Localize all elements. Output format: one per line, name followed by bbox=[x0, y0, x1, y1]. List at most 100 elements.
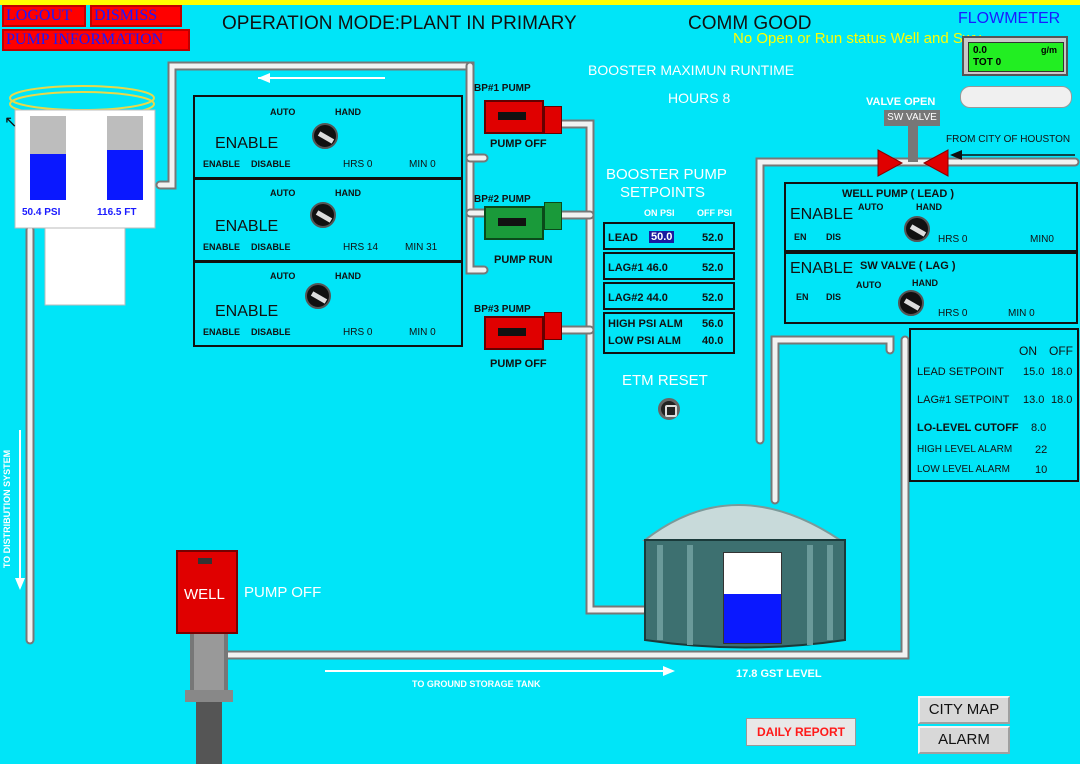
well-lead-en-button[interactable]: EN bbox=[794, 232, 807, 242]
dismiss-button[interactable]: DISMISS bbox=[90, 5, 182, 27]
pump-information-button[interactable]: PUMP INFORMATION bbox=[2, 29, 190, 51]
bp3-pump-head bbox=[544, 312, 562, 340]
pump1-enable-status: ENABLE bbox=[215, 135, 279, 152]
pump1-hand-label: HAND bbox=[335, 107, 361, 117]
well-pump-icon[interactable]: WELL bbox=[176, 550, 238, 634]
well-lead-hand-label: HAND bbox=[916, 202, 942, 212]
lead-setpoint-off[interactable]: 18.0 bbox=[1051, 366, 1073, 378]
to-distribution-label: TO DISTRIBUTION SYSTEM bbox=[2, 449, 13, 569]
alarm-button[interactable]: ALARM bbox=[918, 726, 1010, 754]
cursor-pointer-icon: ↖ bbox=[4, 114, 18, 131]
bp1-state: PUMP OFF bbox=[490, 138, 547, 150]
ft-readout: 116.5 FT bbox=[97, 207, 137, 218]
psi-bar bbox=[30, 116, 66, 200]
lag1-setpoint-label: LAG#1 SETPOINT bbox=[917, 394, 1010, 406]
pump1-auto-label: AUTO bbox=[270, 107, 296, 117]
etm-reset-label: ETM RESET bbox=[622, 372, 708, 389]
setpoint-lag1-label[interactable]: LAG#1 46.0 bbox=[608, 262, 668, 274]
pump2-hand-label: HAND bbox=[335, 188, 361, 198]
setpoint-lead-on-input[interactable]: 50.0 bbox=[649, 231, 675, 243]
pump2-minutes: MIN 31 bbox=[405, 242, 438, 253]
setpoint-row-lag2: LAG#2 44.0 52.0 bbox=[603, 282, 735, 310]
pump2-auto-label: AUTO bbox=[270, 188, 296, 198]
sw-valve-enable-status: ENABLE bbox=[790, 260, 854, 277]
pump2-panel: AUTO HAND ENABLE ENABLE DISABLE HRS 14 M… bbox=[193, 178, 463, 262]
well-lead-minutes: MIN0 bbox=[1030, 234, 1054, 245]
pump3-minutes: MIN 0 bbox=[409, 327, 436, 338]
to-ground-storage-label: TO GROUND STORAGE TANK bbox=[412, 679, 541, 689]
booster-max-runtime: BOOSTER MAXIMUN RUNTIME bbox=[588, 62, 795, 78]
low-level-alarm-value[interactable]: 10 bbox=[1035, 464, 1048, 476]
pump3-selector-knob[interactable] bbox=[305, 283, 331, 309]
comm-status: COMM GOOD bbox=[688, 13, 812, 34]
flowmeter-pipe bbox=[960, 86, 1072, 108]
top-status-strip bbox=[0, 0, 1080, 5]
sw-valve-selector-knob[interactable] bbox=[898, 290, 924, 316]
level-setpoints-panel: ON OFF LEAD SETPOINT 15.0 18.0 LAG#1 SET… bbox=[909, 328, 1079, 482]
pump2-selector-knob[interactable] bbox=[310, 202, 336, 228]
logout-button[interactable]: LOGOUT bbox=[2, 5, 86, 27]
ft-bar-fill bbox=[107, 149, 143, 200]
well-lead-hours: HRS 0 bbox=[938, 234, 968, 245]
level-on-header: ON bbox=[1019, 344, 1037, 358]
psi-readout: 50.4 PSI bbox=[22, 207, 61, 218]
gst-level-fill bbox=[724, 593, 781, 643]
daily-report-button[interactable]: DAILY REPORT bbox=[746, 718, 856, 746]
flowmeter-unit: g/m bbox=[1041, 45, 1058, 55]
pump1-disable-button[interactable]: DISABLE bbox=[251, 159, 291, 169]
lo-level-cutoff-value[interactable]: 8.0 bbox=[1031, 422, 1047, 434]
valve-open-label: VALVE OPEN bbox=[866, 96, 936, 108]
sw-valve-en-button[interactable]: EN bbox=[796, 292, 809, 302]
bp1-pump-icon[interactable] bbox=[484, 100, 544, 134]
pump1-panel: AUTO HAND ENABLE ENABLE DISABLE HRS 0 MI… bbox=[193, 95, 463, 179]
setpoint-row-alarms: HIGH PSI ALM 56.0 LOW PSI ALM 40.0 bbox=[603, 312, 735, 354]
bp2-tag: BP#2 PUMP bbox=[474, 194, 531, 205]
pump2-enable-button[interactable]: ENABLE bbox=[203, 242, 241, 252]
pump1-minutes: MIN 0 bbox=[409, 159, 436, 170]
setpoint-row-lag1: LAG#1 46.0 52.0 bbox=[603, 252, 735, 280]
booster-hours: HOURS 8 bbox=[668, 90, 731, 106]
well-lead-panel: WELL PUMP ( LEAD ) ENABLE AUTO HAND EN D… bbox=[784, 182, 1078, 252]
low-level-alarm-label: LOW LEVEL ALARM bbox=[917, 464, 1010, 475]
lo-level-cutoff-label: LO-LEVEL CUTOFF bbox=[917, 422, 1019, 434]
lag1-setpoint-on[interactable]: 13.0 bbox=[1023, 394, 1045, 406]
pump3-panel: AUTO HAND ENABLE ENABLE DISABLE HRS 0 MI… bbox=[193, 261, 463, 347]
pump3-hand-label: HAND bbox=[335, 271, 361, 281]
well-lead-selector-knob[interactable] bbox=[904, 216, 930, 242]
setpoint-lag2-label[interactable]: LAG#2 44.0 bbox=[608, 292, 668, 304]
pump1-selector-knob[interactable] bbox=[312, 123, 338, 149]
setpoints-title-2: SETPOINTS bbox=[620, 184, 706, 201]
lead-setpoint-label: LEAD SETPOINT bbox=[917, 366, 1004, 378]
flowmeter-rate: 0.0 bbox=[973, 45, 987, 56]
setpoint-low-psi-value[interactable]: 40.0 bbox=[702, 335, 724, 347]
lead-setpoint-on[interactable]: 15.0 bbox=[1023, 366, 1045, 378]
etm-reset-button[interactable] bbox=[658, 398, 680, 420]
high-level-alarm-label: HIGH LEVEL ALARM bbox=[917, 444, 1013, 455]
well-lead-enable-status: ENABLE bbox=[790, 206, 854, 223]
bp3-tag: BP#3 PUMP bbox=[474, 304, 531, 315]
lag1-setpoint-off[interactable]: 18.0 bbox=[1051, 394, 1073, 406]
pump1-hours: HRS 0 bbox=[343, 159, 373, 170]
pump3-disable-button[interactable]: DISABLE bbox=[251, 327, 291, 337]
well-lead-dis-button[interactable]: DIS bbox=[826, 232, 842, 242]
sw-valve-hours: HRS 0 bbox=[938, 308, 968, 319]
well-label: WELL bbox=[184, 586, 225, 603]
flowmeter-box: 0.0 g/m TOT 0 bbox=[962, 36, 1068, 76]
pump3-enable-status: ENABLE bbox=[215, 303, 279, 320]
setpoints-off-header: OFF PSI bbox=[697, 208, 733, 218]
high-level-alarm-value[interactable]: 22 bbox=[1035, 444, 1048, 456]
bp1-pump-head bbox=[544, 106, 562, 134]
pump3-auto-label: AUTO bbox=[270, 271, 296, 281]
bp2-pump-icon[interactable] bbox=[484, 206, 544, 240]
well-lead-title: WELL PUMP ( LEAD ) bbox=[842, 188, 955, 200]
sw-valve-dis-button[interactable]: DIS bbox=[826, 292, 842, 302]
bp3-pump-icon[interactable] bbox=[484, 316, 544, 350]
setpoint-high-psi-value[interactable]: 56.0 bbox=[702, 318, 724, 330]
pump3-enable-button[interactable]: ENABLE bbox=[203, 327, 241, 337]
city-map-button[interactable]: CITY MAP bbox=[918, 696, 1010, 724]
setpoint-lag2-off: 52.0 bbox=[702, 292, 724, 304]
status-message: No Open or Run status Well and Swv bbox=[733, 30, 982, 47]
setpoints-title-1: BOOSTER PUMP bbox=[606, 166, 727, 183]
pump2-disable-button[interactable]: DISABLE bbox=[251, 242, 291, 252]
pump1-enable-button[interactable]: ENABLE bbox=[203, 159, 241, 169]
